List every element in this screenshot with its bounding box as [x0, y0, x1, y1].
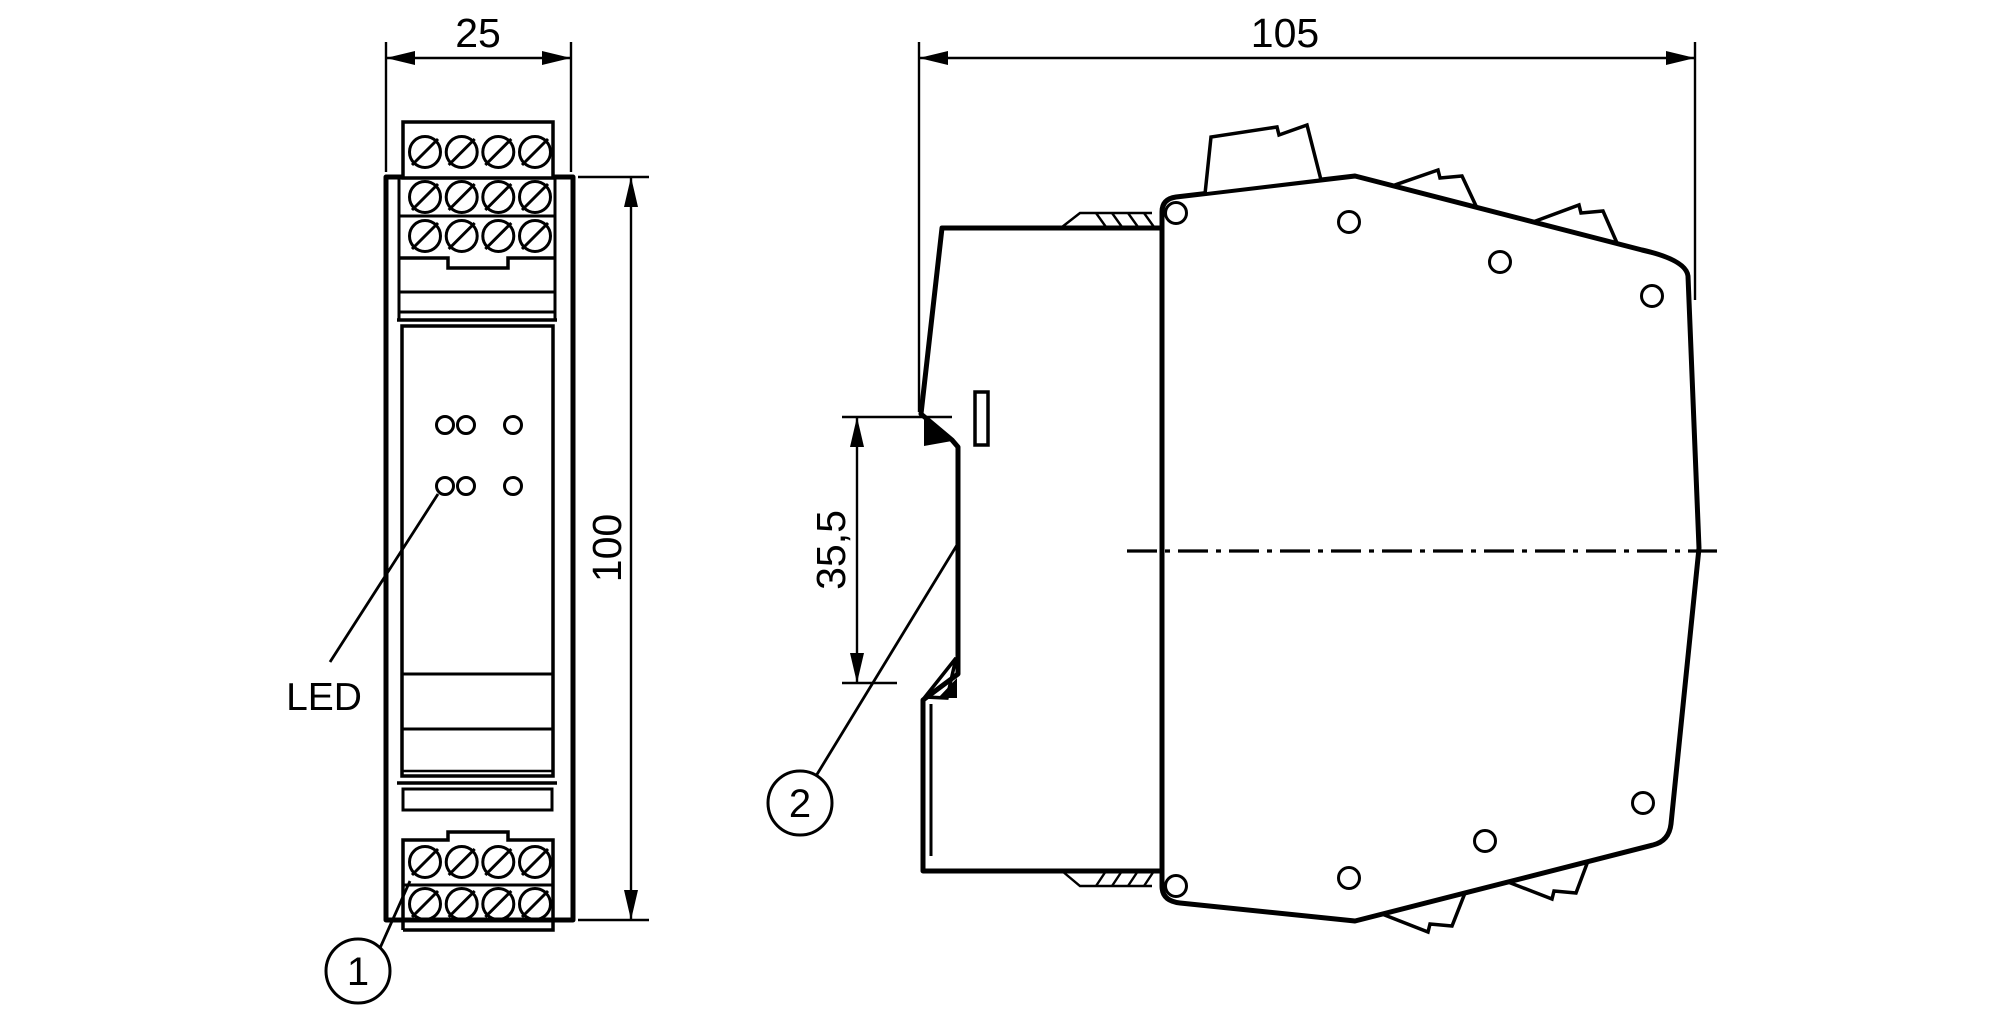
side-housing-outline [1159, 173, 1702, 924]
rear-housing-outline [918, 225, 1165, 874]
top-terminal-block [401, 120, 555, 180]
leader-line [378, 880, 412, 949]
leader-line [328, 493, 440, 663]
terminal-screw-icon [481, 845, 516, 879]
callout-1-number: 1 [347, 950, 369, 994]
dimension-depth: 105 [917, 10, 1697, 412]
dimension-depth-value: 105 [1251, 10, 1319, 56]
din-clip-bottom-hook [921, 656, 958, 700]
terminal-screw-icon [481, 219, 516, 253]
dim-arrow-left-icon [919, 51, 948, 65]
dim-arrow-left-icon [386, 51, 415, 65]
led-label: LED [286, 676, 362, 719]
terminal-screw-icon [518, 180, 552, 214]
screw-hole [1337, 866, 1361, 890]
screw-hole [1473, 829, 1497, 853]
dimension-din-rail: 35,5 [808, 415, 952, 685]
led-indicator-icon [503, 415, 523, 435]
dim-arrow-right-icon [542, 51, 571, 65]
led-indicator-icon [435, 415, 455, 435]
terminal-screw-icon [518, 887, 552, 921]
top-connector-block [1203, 122, 1324, 197]
terminal-screw-icon [408, 219, 442, 253]
terminal-screw-icon [444, 845, 479, 879]
callout-circle [324, 937, 392, 1005]
led-annotation: LED [286, 493, 440, 719]
latch-tab [1391, 167, 1479, 209]
dim-arrow-down-icon [850, 653, 864, 683]
screw-hole [1631, 791, 1655, 815]
side-view: 105 35,5 2 [766, 10, 1717, 935]
terminal-screw-icon [518, 219, 552, 253]
dimension-height: 100 [578, 175, 649, 922]
leader-line [814, 544, 959, 777]
callout-1: 1 [324, 880, 412, 1005]
din-rail-section [918, 225, 1165, 874]
dim-arrow-right-icon [1666, 51, 1695, 65]
terminal-screw-icon [408, 180, 442, 214]
terminal-screw-icon [444, 135, 479, 169]
terminal-screw-icon [518, 845, 552, 879]
housing-outline [383, 174, 576, 923]
callout-circle [766, 769, 834, 837]
led-indicator-icon [503, 476, 523, 496]
led-indicator-icon [456, 415, 476, 435]
bottom-terminal-block [386, 830, 573, 932]
led-indicator-icon [456, 476, 476, 496]
terminal-screw-icon [408, 845, 442, 879]
din-clip-bottom-hook [938, 678, 957, 698]
terminal-screw-icon [481, 887, 516, 921]
terminal-screw-icon [481, 180, 516, 214]
dimension-width: 25 [384, 10, 573, 172]
dimension-din-rail-value: 35,5 [808, 510, 854, 590]
latch-tab [1381, 892, 1467, 935]
dim-arrow-up-icon [850, 417, 864, 447]
led-indicator-icon [435, 476, 455, 496]
dim-arrow-up-icon [624, 177, 638, 207]
dimension-height-value: 100 [584, 514, 630, 582]
terminal-screw-icon [444, 887, 479, 921]
terminal-screw-icon [518, 135, 552, 169]
terminal-screw-icon [444, 219, 479, 253]
terminal-screw-icon [408, 135, 442, 169]
latch-tab [1507, 860, 1590, 902]
screw-hole [1164, 874, 1188, 898]
screw-hole [1337, 210, 1361, 234]
front-view: 25 100 [286, 10, 649, 1005]
terminal-block-outline [401, 830, 555, 932]
screw-hole [1640, 284, 1664, 308]
terminal-screw-icon [408, 887, 442, 921]
callout-2-number: 2 [789, 782, 811, 826]
slot-opening [973, 390, 990, 447]
dimension-width-value: 25 [455, 10, 501, 56]
callout-2: 2 [766, 544, 959, 837]
latch-tab [1532, 202, 1619, 244]
grip-serration-top [1061, 211, 1155, 228]
grip-serration-bottom [1061, 870, 1155, 888]
terminal-screw-icon [444, 180, 479, 214]
screw-hole [1488, 250, 1512, 274]
notched-divider [399, 256, 555, 270]
dim-arrow-down-icon [624, 890, 638, 920]
screw-hole [1164, 201, 1188, 225]
lower-band [397, 781, 557, 812]
din-clip-top-hook [924, 417, 952, 446]
upper-terminal-section [397, 178, 557, 322]
terminal-screw-icon [481, 135, 516, 169]
